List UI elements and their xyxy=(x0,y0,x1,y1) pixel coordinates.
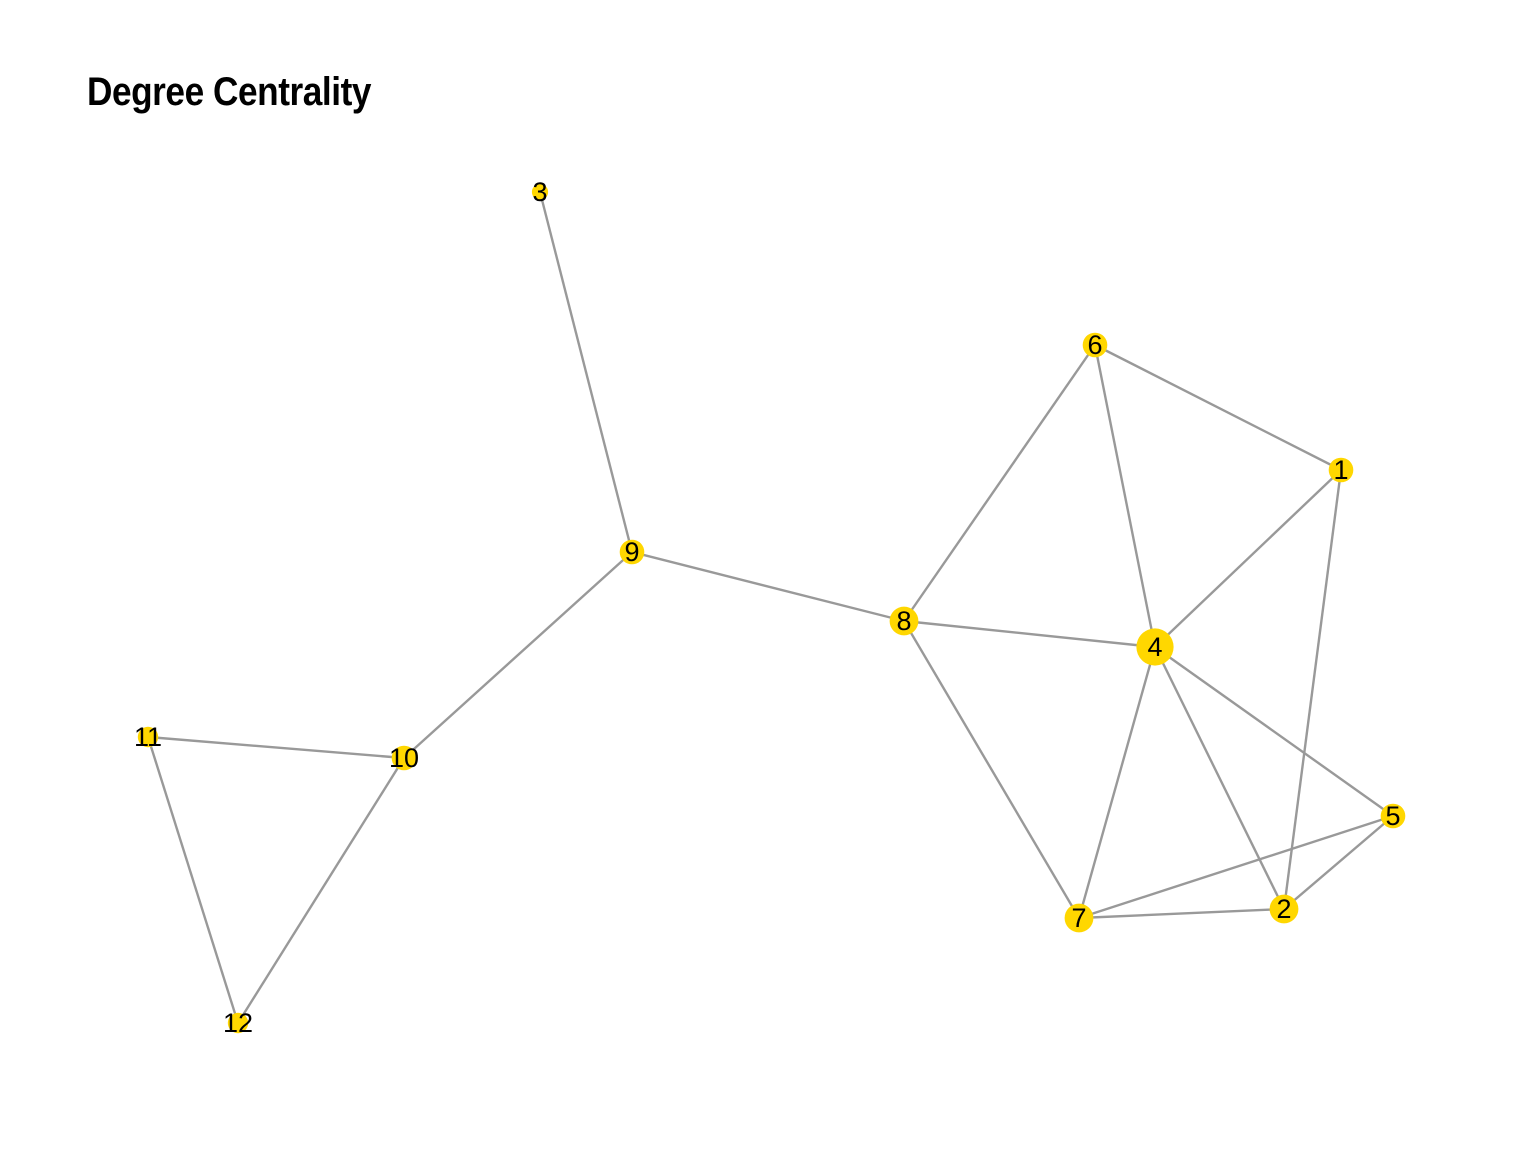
node-8[interactable]: 8 xyxy=(889,606,919,636)
node-label-8: 8 xyxy=(896,606,911,636)
node-label-10: 10 xyxy=(389,743,419,773)
edge-1-2 xyxy=(1282,469,1343,910)
chart-title: Degree Centrality xyxy=(87,70,372,114)
node-10[interactable]: 10 xyxy=(389,743,419,773)
edge-4-5 xyxy=(1154,646,1394,817)
node-label-9: 9 xyxy=(624,537,639,567)
node-circle-3[interactable] xyxy=(531,183,549,201)
edge-6-4 xyxy=(1093,344,1157,648)
edge-9-8 xyxy=(631,550,905,623)
node-2[interactable]: 2 xyxy=(1269,894,1299,924)
edge-10-11 xyxy=(147,735,405,760)
edge-10-12 xyxy=(236,757,406,1024)
edge-7-2 xyxy=(1078,907,1285,920)
node-5[interactable]: 5 xyxy=(1380,801,1406,831)
node-label-4: 4 xyxy=(1147,632,1162,662)
edge-4-2 xyxy=(1153,646,1286,910)
node-12[interactable]: 12 xyxy=(223,1008,253,1038)
edge-6-1 xyxy=(1094,343,1342,472)
node-label-2: 2 xyxy=(1276,894,1291,924)
node-label-7: 7 xyxy=(1071,903,1086,933)
edge-7-5 xyxy=(1078,814,1394,920)
node-circle-7[interactable] xyxy=(1064,903,1094,933)
edge-8-4 xyxy=(903,619,1156,649)
node-label-1: 1 xyxy=(1333,455,1348,485)
edge-1-4 xyxy=(1154,469,1342,648)
edge-2-5 xyxy=(1283,815,1394,910)
node-label-11: 11 xyxy=(134,722,162,752)
node-circle-10[interactable] xyxy=(391,745,417,771)
node-circle-11[interactable] xyxy=(137,726,159,748)
node-circle-6[interactable] xyxy=(1082,332,1108,358)
node-label-5: 5 xyxy=(1385,801,1400,831)
node-circle-4[interactable] xyxy=(1136,628,1174,666)
node-circle-12[interactable] xyxy=(227,1012,249,1034)
node-circle-8[interactable] xyxy=(889,606,919,636)
node-7[interactable]: 7 xyxy=(1064,903,1094,933)
node-1[interactable]: 1 xyxy=(1328,455,1354,485)
node-9[interactable]: 9 xyxy=(619,537,645,567)
edge-9-10 xyxy=(403,551,633,759)
node-4[interactable]: 4 xyxy=(1136,628,1174,666)
node-label-6: 6 xyxy=(1087,330,1102,360)
node-circle-5[interactable] xyxy=(1380,803,1406,829)
edges-layer xyxy=(146,191,1394,1024)
node-6[interactable]: 6 xyxy=(1082,330,1108,360)
edge-8-6 xyxy=(903,344,1096,622)
edge-4-7 xyxy=(1077,646,1157,919)
edge-8-7 xyxy=(902,620,1081,919)
node-3[interactable]: 3 xyxy=(531,177,549,207)
node-11[interactable]: 11 xyxy=(134,722,162,752)
node-label-3: 3 xyxy=(532,177,547,207)
node-circle-2[interactable] xyxy=(1269,894,1299,924)
node-circle-9[interactable] xyxy=(619,539,645,565)
node-circle-1[interactable] xyxy=(1328,457,1354,483)
node-label-12: 12 xyxy=(223,1008,253,1038)
edge-3-9 xyxy=(538,191,634,553)
edge-11-12 xyxy=(146,736,240,1024)
